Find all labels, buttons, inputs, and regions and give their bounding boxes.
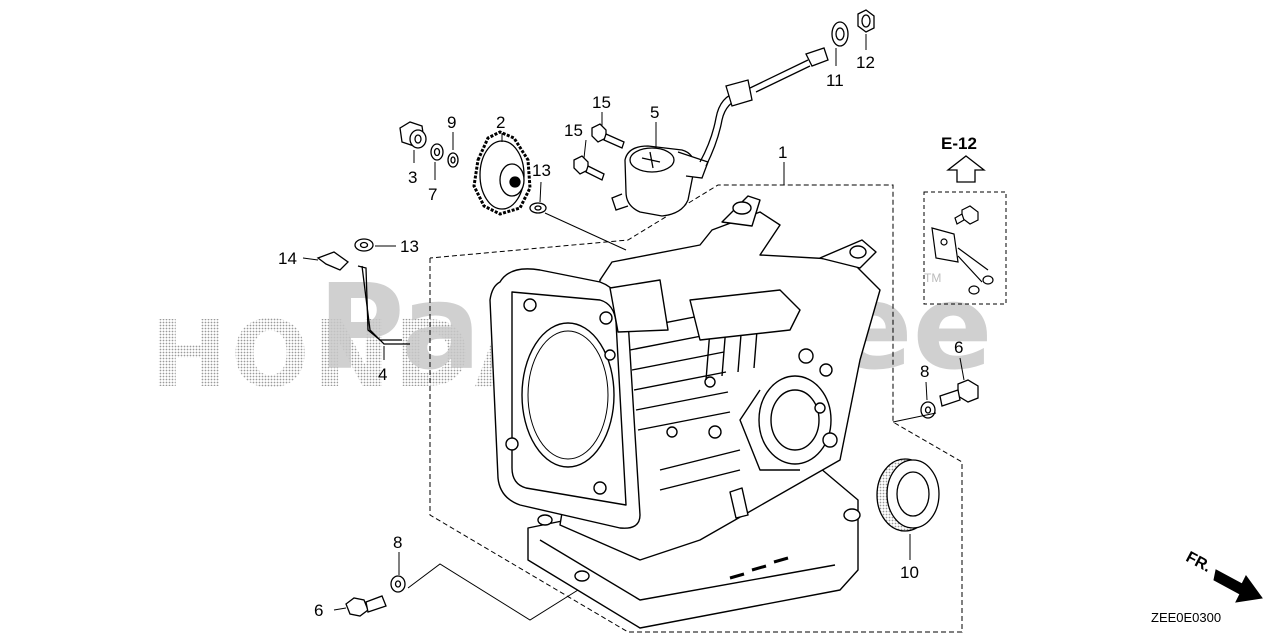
washer-11 — [831, 21, 849, 47]
callout-12: 12 — [856, 53, 875, 72]
oil-seal — [876, 458, 940, 532]
governor-rod — [357, 265, 410, 345]
callout-4: 4 — [378, 365, 387, 384]
honda-watermark: HONDA — [150, 301, 550, 408]
shaft-bolt — [399, 121, 427, 149]
callout-6b: 6 — [314, 601, 323, 620]
clip-14 — [316, 251, 350, 271]
callout-11: 11 — [826, 71, 844, 90]
leader-lines — [302, 34, 965, 621]
oil-switch — [611, 145, 709, 217]
diagram-code: ZEE0E0300 — [1151, 610, 1221, 625]
nut-12 — [857, 9, 875, 33]
cylinder-barrel — [489, 195, 881, 629]
washer-7 — [430, 143, 444, 161]
bolt-15-upper — [591, 123, 625, 149]
callouts: 1 2 3 4 5 6 6 7 8 8 9 10 11 12 13 13 14 … — [278, 53, 963, 620]
front-indicator: FR. — [1183, 549, 1263, 603]
up-arrow-icon — [946, 155, 986, 183]
washer-8-left — [390, 575, 406, 593]
front-label: FR. — [1183, 549, 1214, 576]
callout-7: 7 — [428, 185, 437, 204]
callout-13a: 13 — [532, 161, 551, 180]
bolt-15-lower — [573, 155, 605, 181]
callout-1: 1 — [778, 143, 787, 162]
bolt-6-right — [939, 379, 979, 407]
governor-gear — [472, 130, 532, 216]
washer-13-upper — [529, 202, 547, 214]
callout-10: 10 — [900, 563, 919, 582]
callout-8b: 8 — [393, 533, 402, 552]
bolt-6-left — [345, 595, 387, 617]
callout-3: 3 — [408, 168, 417, 187]
callout-9: 9 — [447, 113, 456, 132]
callout-15b: 15 — [564, 121, 583, 140]
front-arrow-icon — [1213, 569, 1263, 603]
reference-box — [923, 191, 1007, 305]
trademark-mark: TM — [924, 271, 941, 285]
clip-9 — [447, 152, 459, 168]
callout-13b: 13 — [400, 237, 419, 256]
callout-14: 14 — [278, 249, 297, 268]
switch-wire — [699, 47, 829, 167]
reference-inset: E-12 — [923, 134, 1007, 305]
callout-15a: 15 — [592, 93, 611, 112]
washer-13-left — [354, 238, 374, 252]
callout-5: 5 — [650, 103, 659, 122]
assembly-outline — [429, 184, 963, 633]
callout-2: 2 — [496, 113, 505, 132]
callout-8a: 8 — [920, 362, 929, 381]
reference-label: E-12 — [941, 134, 977, 153]
callout-6a: 6 — [954, 338, 963, 357]
